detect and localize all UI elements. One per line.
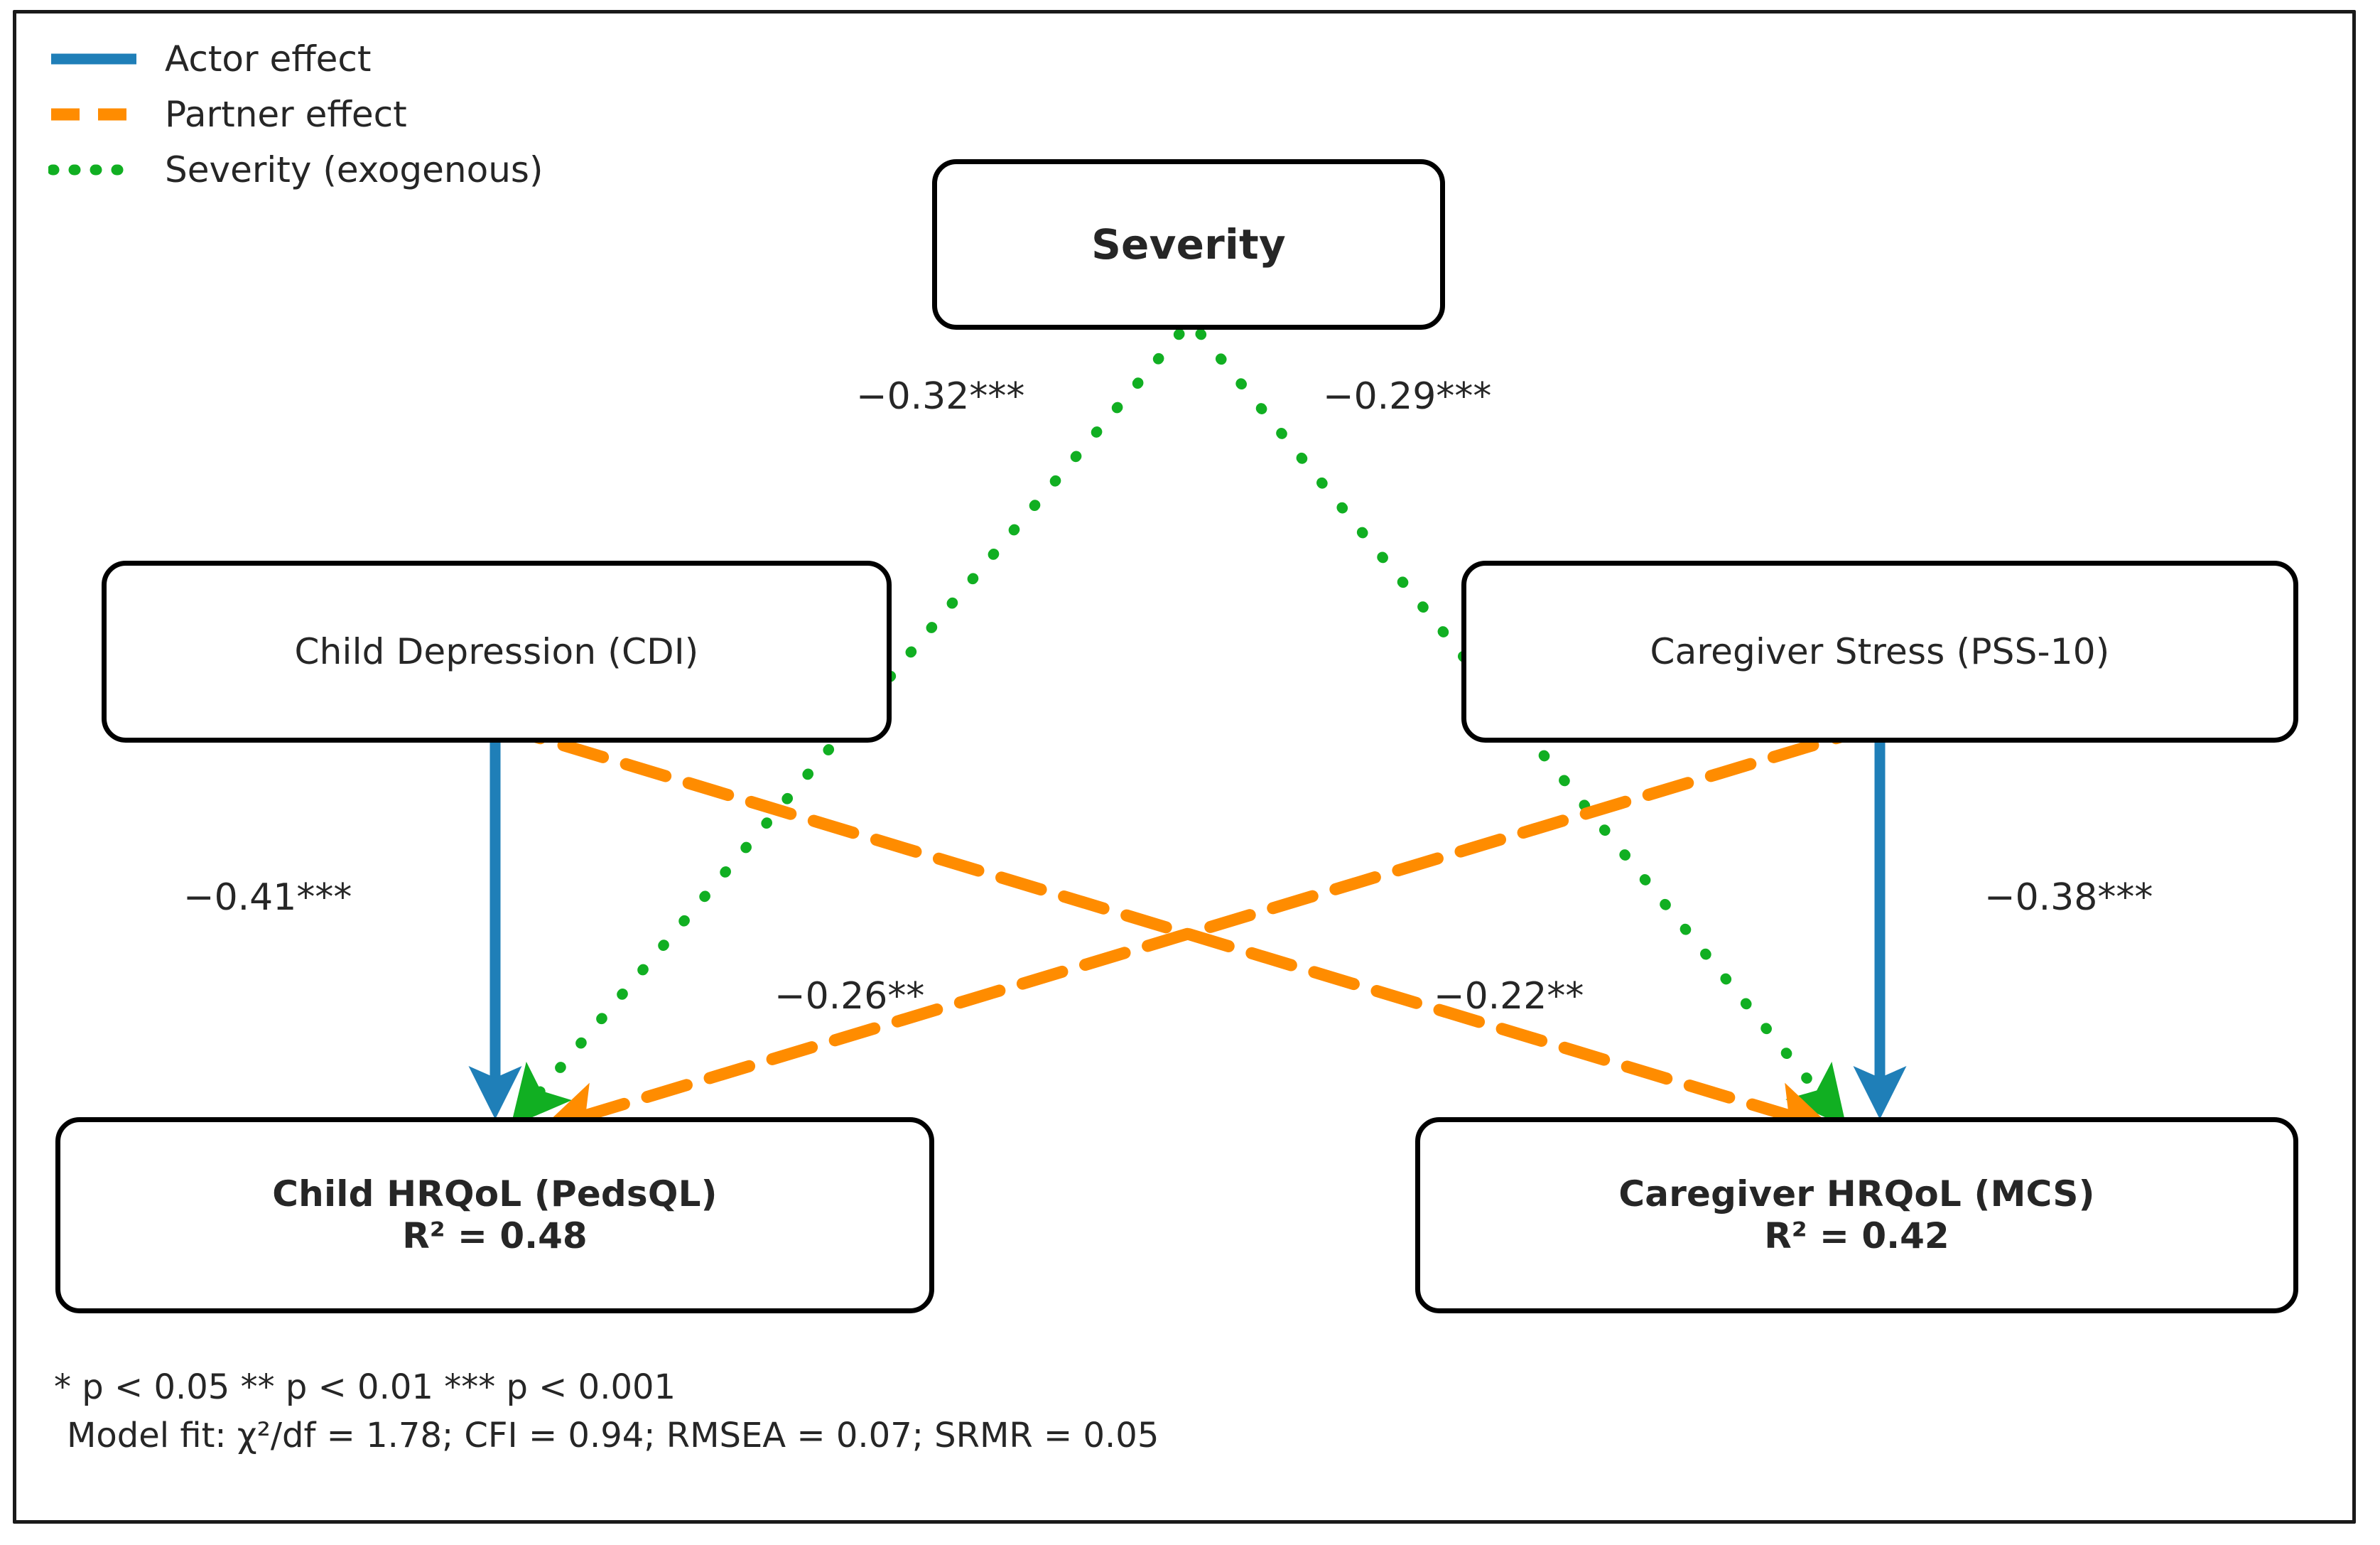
legend-item-severity: Severity (exogenous) [48,142,543,198]
node-severity-label: Severity [1091,220,1286,269]
node-caregiver-hrqol-r2: R² = 0.42 [1764,1215,1949,1256]
solid-line-icon [48,45,139,73]
legend-label-actor-effect: Actor effect [165,38,372,80]
legend-label-severity: Severity (exogenous) [165,149,543,190]
legend-label-partner-effect: Partner effect [165,94,407,135]
node-caregiver-hrqol-label: Caregiver HRQoL (MCS) [1618,1173,2095,1215]
node-child-hrqol[interactable]: Child HRQoL (PedsQL) R² = 0.48 [55,1117,934,1313]
dashed-line-icon [48,100,139,129]
node-caregiver-stress[interactable]: Caregiver Stress (PSS-10) [1461,561,2298,743]
footnote-model-fit: Model fit: χ²/df = 1.78; CFI = 0.94; RMS… [67,1416,1159,1456]
node-child-depression[interactable]: Child Depression (CDI) [102,561,892,743]
node-caregiver-hrqol[interactable]: Caregiver HRQoL (MCS) R² = 0.42 [1415,1117,2298,1313]
legend-item-actor-effect: Actor effect [48,31,543,87]
node-child-depression-label: Child Depression (CDI) [294,630,699,672]
footnotes: * p < 0.05 ** p < 0.01 *** p < 0.001 Mod… [54,1363,1159,1460]
footnote-significance: * p < 0.05 ** p < 0.01 *** p < 0.001 [54,1367,676,1407]
dotted-line-icon [48,156,139,184]
edge-label-actor-child: −0.41*** [183,876,352,919]
edge-label-partner-caregiver-stress-to-child-hrqol: −0.26** [774,975,925,1018]
node-child-hrqol-r2: R² = 0.48 [402,1215,588,1256]
legend-item-partner-effect: Partner effect [48,87,543,142]
edge-label-partner-child-depression-to-caregiver-hrqol: −0.22** [1434,975,1584,1018]
edge-label-actor-caregiver: −0.38*** [1984,876,2153,919]
edge-label-severity-to-caregiver-hrqol: −0.29*** [1323,375,1492,418]
node-caregiver-stress-label: Caregiver Stress (PSS-10) [1650,630,2110,672]
node-child-hrqol-label: Child HRQoL (PedsQL) [272,1173,718,1215]
edge-label-severity-to-child-hrqol: −0.32*** [856,375,1025,418]
legend: Actor effect Partner effect Severity (ex… [48,31,543,198]
node-severity[interactable]: Severity [932,159,1445,330]
figure-border [13,10,2356,1524]
